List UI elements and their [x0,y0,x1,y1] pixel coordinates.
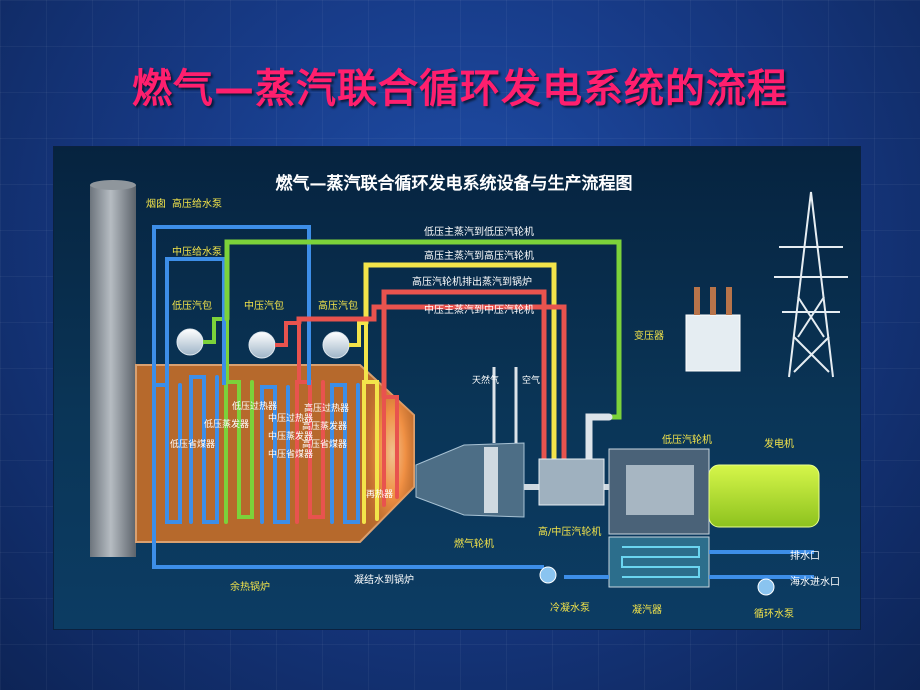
generator [708,464,820,528]
process-diagram: 燃气—蒸汽联合循环发电系统设备与生产流程图 烟囱 [90,173,848,620]
natural-gas-label: 天然气 [472,374,499,386]
transmission-tower [774,191,848,378]
condensate-return-line [152,527,544,569]
hp-feed-line [152,225,311,385]
hp-superheater-label: 高压过热器 [304,402,349,414]
circulation-pump-label: 循环水泵 [754,607,794,620]
lp-drum-riser [203,317,229,382]
feedwater-lines [152,225,544,569]
chimney-label: 烟囱 [146,197,166,210]
chimney-top [90,180,136,190]
cooling-water [564,550,814,579]
circulation-pump [757,578,775,596]
hp-superheater-coil [362,380,379,524]
lp-main-steam-pipe [224,239,622,420]
gas-turbine-casing [415,442,525,518]
ip-evaporator-label: 中压蒸发器 [268,430,313,442]
crossover-pipe [585,413,613,463]
condensate-pump [539,566,557,584]
lp-economizer-coil [152,383,182,529]
hp-exhaust-flow-label: 高压汽轮机排出蒸汽到锅炉 [412,275,532,288]
condenser-label: 凝汽器 [632,603,662,616]
hp-exhaust-pipe [381,289,547,462]
lp-turbine [608,448,710,535]
lp-superheater-label: 低压过热器 [232,400,277,412]
drums [176,317,368,382]
hp-drum-riser [349,321,368,382]
ip-superheater-coil [260,385,290,524]
hp-drum-label: 高压汽包 [318,299,358,312]
hp-drum [322,331,350,359]
condenser-shell [608,536,710,588]
ip-superheater-label: 中压过热器 [268,412,313,424]
transformer-bushing-1 [694,287,700,315]
hp-economizer-label: 高压省煤器 [302,438,347,450]
chimney-body [90,185,136,557]
generator-body [708,464,820,528]
reheater-label: 再热器 [366,488,393,500]
transformer-bushing-3 [726,287,732,315]
lp-drum [176,328,204,356]
hp-evaporator-label: 高压蒸发器 [302,420,347,432]
pumps [539,566,775,596]
condenser [608,536,710,588]
hp-economizer-coil [330,383,360,524]
hrsg-label: 余热锅炉 [230,580,270,593]
lp-main-steam-flow-label: 低压主蒸汽到低压汽轮机 [424,225,534,238]
hp-main-steam-flow-label: 高压主蒸汽到高压汽轮机 [424,249,534,262]
ip-main-steam-flow-label: 中压主蒸汽到中压汽轮机 [424,303,534,316]
air-label: 空气 [522,374,540,386]
transformer-label: 变压器 [634,329,664,342]
hp-main-steam-pipe [363,262,557,462]
hp-ip-turbine-label: 高/中压汽轮机 [538,525,601,538]
condensate-pump-label: 冷凝水泵 [550,601,590,614]
reheater-coil [382,395,399,507]
transformer [685,287,741,372]
ip-main-steam-pipe [296,304,567,462]
slide-title: 燃气—蒸汽联合循环发电系统的流程 [132,66,788,112]
gas-turbine-label: 燃气轮机 [454,537,494,550]
condensate-return-label: 凝结水到锅炉 [354,573,414,586]
ip-feed-pump-label: 中压给水泵 [172,245,222,258]
generator-label: 发电机 [764,437,794,450]
tower-bracing [793,296,830,373]
ip-feed-line [165,257,226,385]
drain-outlet-label: 排水口 [790,549,820,562]
transformer-body [685,314,741,372]
process-diagram-panel: 燃气—蒸汽联合循环发电系统设备与生产流程图 烟囱 [53,146,861,630]
diagram-title: 燃气—蒸汽联合循环发电系统设备与生产流程图 [276,173,633,194]
hp-ip-turbine-casing [538,458,605,506]
tower-legs [788,191,834,378]
ip-drum-riser [275,321,301,382]
labels: 高压给水泵 中压给水泵 低压汽包 中压汽包 高压汽包 低压省煤器 低压蒸发器 低… [170,197,840,620]
ip-drum [248,331,276,359]
transformer-bushing-2 [710,287,716,315]
chimney: 烟囱 [90,180,166,557]
seawater-inlet-label: 海水进水口 [790,575,840,588]
tube-banks [152,375,399,529]
hp-feed-pump-label: 高压给水泵 [172,197,222,210]
ip-evaporator-coil [295,380,325,524]
condenser-coil [621,546,700,578]
gas-turbine-rotor [484,447,498,513]
hp-ip-turbine [538,458,605,506]
lp-drum-label: 低压汽包 [172,299,212,312]
gas-turbine [415,367,525,518]
tower-arms [774,246,848,313]
steam-pipes [224,239,622,463]
ip-economizer-label: 中压省煤器 [268,448,313,460]
lp-superheater-coil [224,380,254,524]
lp-economizer-label: 低压省煤器 [170,438,215,450]
ip-drum-label: 中压汽包 [244,299,284,312]
lp-turbine-rotor [626,465,694,515]
lp-evaporator-coil [189,375,219,524]
lp-evaporator-label: 低压蒸发器 [204,418,249,430]
lp-turbine-label: 低压汽轮机 [662,433,712,446]
exhaust-glow [360,365,414,542]
